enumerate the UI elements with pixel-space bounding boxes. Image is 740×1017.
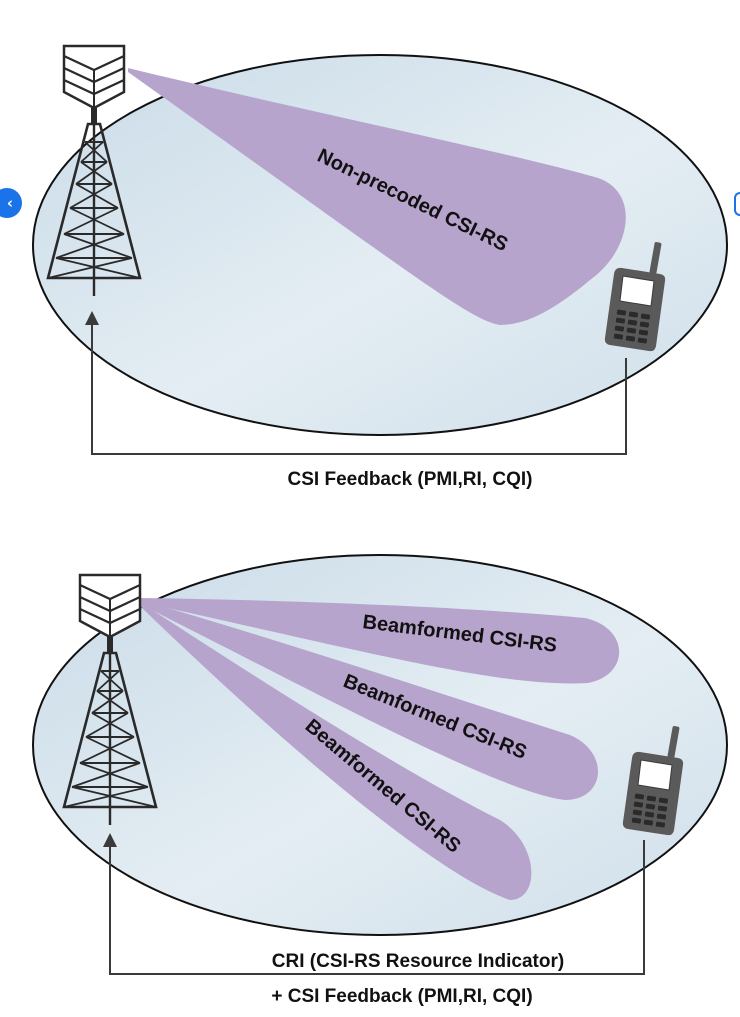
feedback-label-bottom-line1: CRI (CSI-RS Resource Indicator): [272, 951, 564, 972]
feedback-label-top: CSI Feedback (PMI,RI, CQI): [288, 469, 533, 490]
beam-3: [140, 602, 532, 900]
previous-image-button[interactable]: ‹: [0, 188, 22, 218]
next-edge-indicator[interactable]: [734, 192, 740, 216]
beam-2: [140, 600, 598, 800]
non-precoded-beam: [128, 68, 626, 325]
bottom-panel: Beamformed CSI-RS Beamformed CSI-RS Beam…: [32, 554, 728, 1007]
chevron-left-icon: ‹: [6, 194, 14, 212]
top-panel: Non-precoded CSI-RS CSI Feedback (PMI,RI…: [32, 44, 728, 490]
feedback-line-top: [85, 311, 627, 455]
beam-1: [140, 598, 620, 684]
feedback-line-bottom: [103, 833, 645, 975]
feedback-label-bottom-line2: + CSI Feedback (PMI,RI, CQI): [271, 986, 532, 1007]
